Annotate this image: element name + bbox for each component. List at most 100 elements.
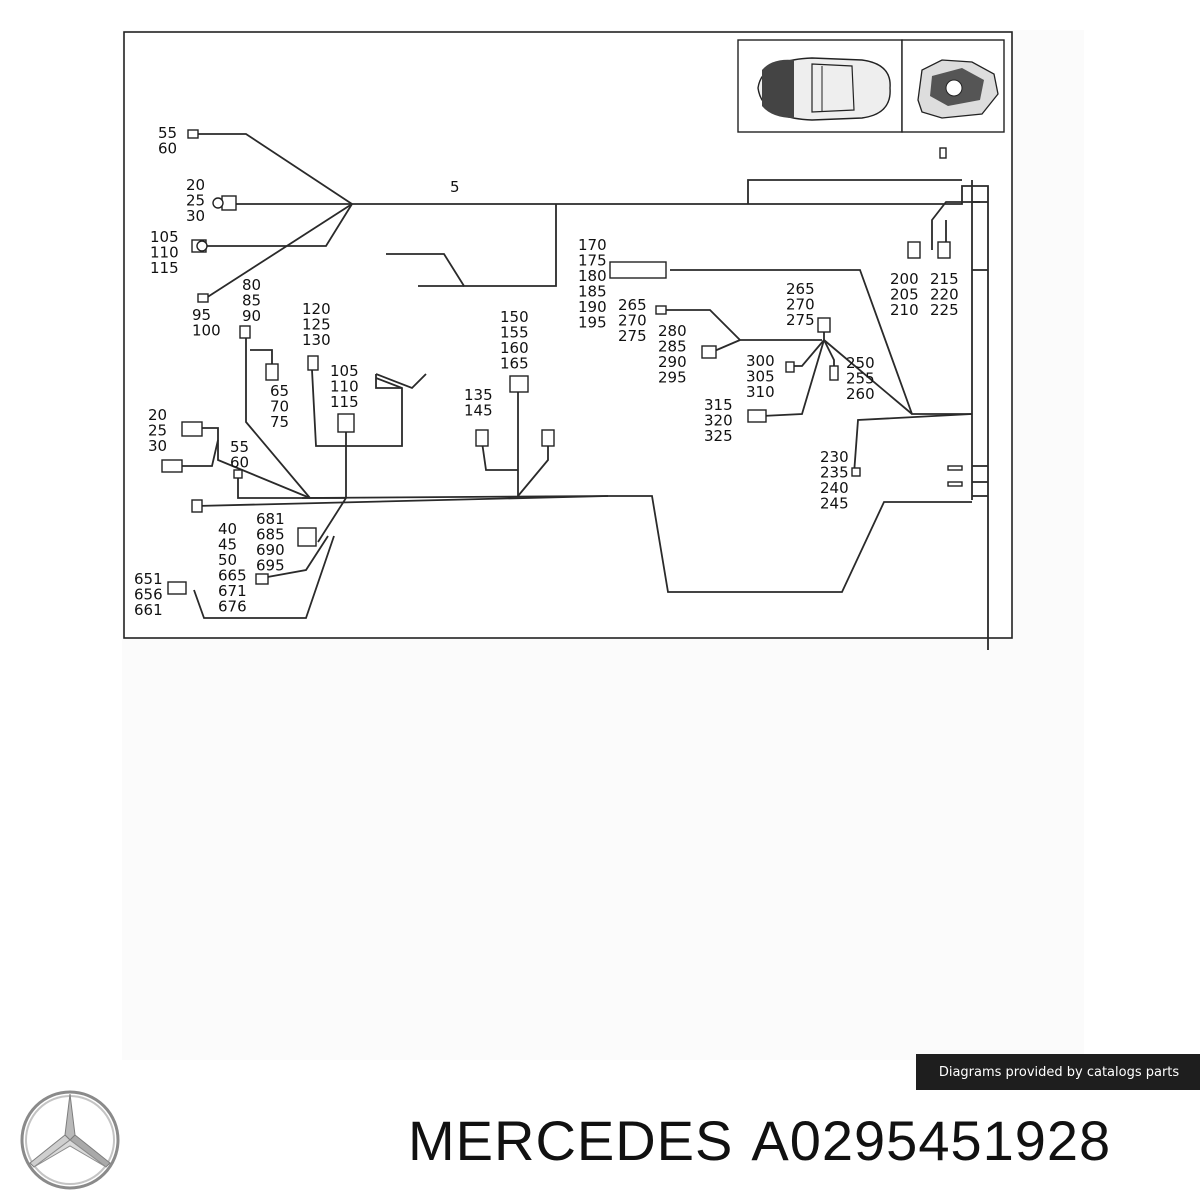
callout-number: 25 [148, 422, 167, 440]
callout-number: 275 [786, 311, 815, 329]
callout-number: 130 [302, 331, 331, 349]
callout-number: 260 [846, 385, 875, 403]
diagram-frame [123, 31, 1013, 639]
callout-number: 100 [192, 322, 221, 340]
callout-number: 170 [578, 236, 607, 254]
callout-number: 90 [242, 307, 261, 325]
callout-number: 55 [158, 124, 177, 142]
callout-number: 125 [302, 316, 331, 334]
callout-number: 25 [186, 192, 205, 210]
car-thumbnail [737, 39, 903, 133]
part-number: A0295451928 [751, 1109, 1112, 1172]
callout-number: 120 [302, 300, 331, 318]
callout-number: 135 [464, 386, 493, 404]
callout-number: 40 [218, 520, 237, 538]
callout-number: 80 [242, 276, 261, 294]
callout-number: 325 [704, 427, 733, 445]
callout-number: 55 [230, 438, 249, 456]
callout-number: 270 [786, 296, 815, 314]
callout-number: 30 [148, 437, 167, 455]
callout-number: 215 [930, 270, 959, 288]
callout-number: 145 [464, 402, 493, 420]
callout-number: 310 [746, 383, 775, 401]
callout-number: 70 [270, 398, 289, 416]
callout-number: 105 [150, 228, 179, 246]
callout-number: 245 [820, 495, 849, 513]
callout-number: 225 [930, 301, 959, 319]
connectors [161, 129, 963, 595]
callout-number: 150 [500, 308, 529, 326]
callout-number: 95 [192, 306, 211, 324]
callout-number: 195 [578, 314, 607, 332]
callout-number: 115 [330, 393, 359, 411]
callout-number: 676 [218, 598, 247, 616]
callout-number: 250 [846, 354, 875, 372]
brand-name: MERCEDES [408, 1109, 734, 1172]
callout-number: 285 [658, 338, 687, 356]
callout-number: 110 [150, 244, 179, 262]
callout-number: 230 [820, 448, 849, 466]
diagram-credit-banner: Diagrams provided by catalogs parts [916, 1054, 1200, 1090]
callout-number: 255 [846, 370, 875, 388]
callout-number: 30 [186, 207, 205, 225]
callout-number: 60 [158, 140, 177, 158]
callout-number: 305 [746, 368, 775, 386]
callout-number: 235 [820, 464, 849, 482]
part-title: MERCEDES A0295451928 [408, 1108, 1111, 1173]
callout-number: 180 [578, 267, 607, 285]
callout-number: 290 [658, 353, 687, 371]
callout-number: 190 [578, 298, 607, 316]
callout-number: 155 [500, 324, 529, 342]
callout-number: 50 [218, 551, 237, 569]
callout-number: 651 [134, 570, 163, 588]
callout-number: 315 [704, 396, 733, 414]
callout-number: 160 [500, 339, 529, 357]
callout-number: 671 [218, 582, 247, 600]
callout-number: 695 [256, 557, 285, 575]
callout-number: 300 [746, 352, 775, 370]
callout-number: 5 [450, 178, 460, 196]
callout-number: 65 [270, 382, 289, 400]
callout-number: 270 [618, 312, 647, 330]
callout-number: 690 [256, 541, 285, 559]
callout-number: 656 [134, 586, 163, 604]
callout-number: 85 [242, 292, 261, 310]
callout-number: 185 [578, 283, 607, 301]
callout-number: 205 [890, 286, 919, 304]
callout-number: 115 [150, 259, 179, 277]
callout-number: 280 [658, 322, 687, 340]
callout-number: 20 [148, 406, 167, 424]
callout-number: 681 [256, 510, 285, 528]
callout-number: 275 [618, 327, 647, 345]
callout-number: 265 [618, 296, 647, 314]
callout-number: 210 [890, 301, 919, 319]
callout-number: 665 [218, 567, 247, 585]
callout-number: 661 [134, 601, 163, 619]
callout-number: 75 [270, 413, 289, 431]
callout-number: 60 [230, 454, 249, 472]
engine-thumbnail [901, 39, 1005, 133]
